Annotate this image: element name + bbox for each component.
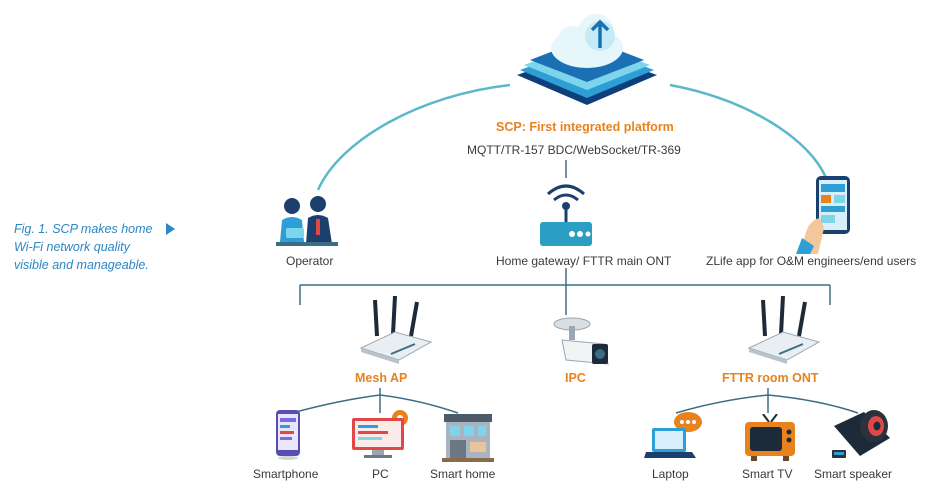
smartphone-label: Smartphone — [253, 467, 319, 481]
smart-tv-label: Smart TV — [742, 467, 793, 481]
fttr-room-ont-label: FTTR room ONT — [722, 371, 819, 385]
platform-title: SCP: First integrated platform — [496, 120, 674, 134]
laptop-label: Laptop — [652, 467, 689, 481]
figure-caption: Fig. 1. SCP makes home Wi-Fi network qua… — [14, 220, 194, 274]
caption-line-2: Wi-Fi network quality — [14, 240, 130, 254]
ipc-camera-icon — [553, 317, 609, 365]
smart-speaker-label: Smart speaker — [814, 467, 893, 481]
home-gateway-icon — [540, 184, 592, 246]
operator-label: Operator — [286, 254, 334, 268]
caption-line-3: visible and manageable. — [14, 258, 149, 272]
laptop-icon — [644, 412, 702, 458]
smart-speaker-icon — [832, 410, 890, 458]
mesh-ap-router-icon — [359, 296, 433, 364]
smart-home-icon — [442, 414, 494, 462]
zlife-app-phone-icon — [796, 176, 850, 254]
gateway-label: Home gateway/ FTTR main ONT — [496, 254, 672, 268]
fttr-room-ont-icon — [747, 296, 821, 364]
app-label: ZLife app for O&M engineers/end users — [706, 254, 917, 268]
smartphone-icon — [276, 410, 300, 460]
pc-icon — [352, 410, 408, 458]
platform-protocols: MQTT/TR-157 BDC/WebSocket/TR-369 — [467, 143, 681, 157]
caption-arrow-icon — [166, 223, 175, 235]
pc-label: PC — [372, 467, 389, 481]
operator-icon — [276, 196, 338, 246]
caption-line-1: Fig. 1. SCP makes home — [14, 222, 153, 236]
cloud-platform-icon — [517, 14, 657, 105]
mesh-ap-label: Mesh AP — [355, 371, 408, 385]
smart-home-label: Smart home — [430, 467, 496, 481]
smart-tv-icon — [745, 414, 795, 461]
ipc-label: IPC — [565, 371, 586, 385]
